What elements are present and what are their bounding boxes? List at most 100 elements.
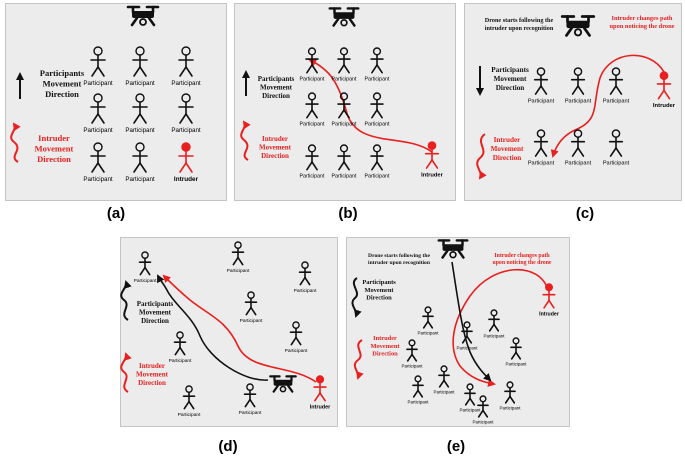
participant-figure: Participant [459,383,481,413]
stick-figure-icon [372,47,382,56]
participant-label: Participant [365,76,390,82]
participant-figure: Participant [565,67,592,104]
panel-e [346,237,570,427]
stick-figure-icon [292,321,300,329]
intruder-path [162,274,317,383]
participant-label: Participant [417,331,439,336]
participant-label: Participant [300,76,325,82]
stick-figure-icon [545,283,553,292]
panel-c [464,3,682,201]
stick-figure-icon [512,337,520,345]
stick-figure-icon [479,395,487,403]
labels: ParticipantsMovementDirectionIntruderMov… [35,15,675,387]
participant-label: Participant [365,121,390,127]
stick-figure-icon [93,142,103,152]
intruder-direction-label: Movement [259,144,292,152]
participants-direction-label: Direction [496,84,525,92]
stick-figure-icon [181,46,191,56]
intruder-change-label: upon noticing the drone [492,260,551,266]
stick-figure-icon [573,129,583,138]
participant-figure: Participant [294,261,317,294]
participant-label: Participant [407,400,429,405]
participant-figure: Participant [603,129,630,166]
stick-figure-icon [408,339,416,347]
intruder-direction-label: Movement [491,145,524,153]
stick-figure-icon [93,93,103,103]
intruder-path [452,268,549,387]
participant-label: Participant [125,80,155,87]
stick-figure-icon [181,93,191,103]
participant-label: Participant [433,390,455,395]
stick-figure-icon [611,67,621,76]
intruder-figure: Intruder [539,283,559,317]
participant-label: Participant [603,160,630,166]
participant-label: Participant [332,173,357,179]
participant-label: Participant [483,334,505,339]
caption-e: (e) [446,438,466,455]
participant-label: Participant [459,408,481,413]
intruder-direction-label: Intruder [139,362,165,370]
intruder-label: Intruder [539,311,559,317]
participants-direction-label: Movement [139,309,172,317]
participant-label: Participant [332,76,357,82]
stick-figure-icon [536,67,546,76]
intruder-direction-label: Direction [493,154,522,162]
drone-follow-label: Drone starts following the [485,17,554,24]
caption-a: (a) [106,205,126,222]
participant-figure: Participant [125,46,155,87]
participant-label: Participant [565,160,592,166]
drone-follow-label: intruder upon recognition [368,260,431,266]
intruder-direction-label: Direction [37,154,71,164]
intruder-direction-label: Intruder [262,135,288,143]
participant-label: Participant [239,410,262,416]
caption-b: (b) [338,205,358,222]
participant-figure: Participant [565,129,592,166]
stick-figure-icon [135,46,145,56]
participants-direction-arrow [120,280,132,321]
stick-figure-icon [307,47,317,56]
intruder-label: Intruder [421,172,443,178]
participant-label: Participant [603,98,630,104]
participant-figure: Participant [227,241,250,274]
intruder-change-label: upon noticing the drone [609,23,674,30]
drone-path [157,274,269,381]
participant-figure: Participant [300,47,325,82]
drone-icon [126,5,160,27]
participant-figure: Participant [433,365,455,395]
intruder-direction-arrow [240,120,251,161]
participant-label: Participant [83,176,113,183]
participants-direction-arrow [351,277,362,318]
stick-figure-icon [466,383,474,391]
participant-figure: Participant [505,337,527,367]
participant-label: Participant [499,406,521,411]
participant-figure: Participant [499,381,521,411]
drone-icon [560,15,596,37]
participant-figure: Participant [528,129,555,166]
participant-figure: Participant [83,46,113,87]
participant-figure: Participant [528,67,555,104]
participant-label: Participant [505,362,527,367]
intruder-change-label: Intruder changes path [494,253,550,259]
participants-direction-label: Movement [43,79,82,89]
participant-figure: Participant [169,331,192,364]
stick-figure-icon [339,47,349,56]
participants-direction-label: Direction [262,92,290,100]
stick-figure-icon [424,306,432,314]
drone-path [451,261,492,382]
participant-figure: Participant [472,395,494,425]
stick-figure-icon [414,375,422,383]
participant-label: Participant [456,346,478,351]
participant-label: Participant [171,127,201,134]
participant-label: Participant [528,160,555,166]
intruder-label: Intruder [310,404,331,410]
stick-figure-icon [181,142,191,152]
intruder-direction-arrow [120,352,132,393]
stick-figure-icon [246,383,254,391]
participant-label: Participant [125,127,155,134]
participants-direction-label: Participants [40,68,85,78]
intruder-figure: Intruder [653,71,676,109]
stick-figure-icon [135,93,145,103]
stick-figure-icon [506,381,514,389]
stick-figure-icon [536,129,546,138]
